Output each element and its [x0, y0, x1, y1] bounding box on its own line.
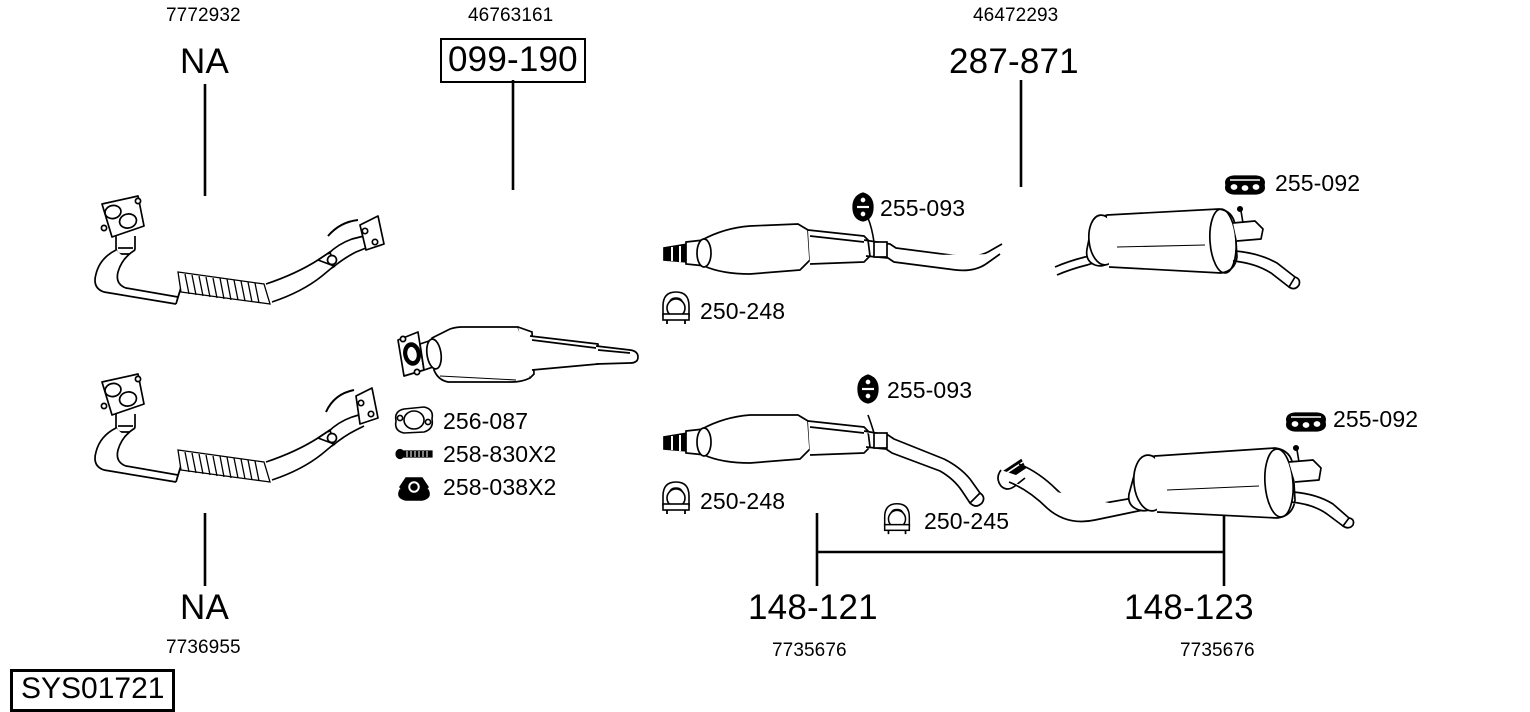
centre-silencer-upper-art	[663, 212, 1003, 275]
part-ref-hanger-upper: 255-092	[1275, 170, 1361, 196]
u-clamp-icon-upper	[662, 291, 690, 324]
rubber-mount-icon-upper	[852, 192, 874, 222]
rear-silencer-lower-art	[997, 444, 1355, 529]
system-code-badge: SYS01721	[10, 669, 176, 712]
rubber-hanger-icon-upper	[1225, 175, 1265, 195]
u-clamp-icon-small	[883, 503, 911, 535]
front-pipe-lower-art	[94, 373, 379, 483]
rubber-hanger-icon-lower	[1286, 412, 1326, 432]
ref-front-pipe-upper: NA	[180, 42, 230, 81]
oe-number-rear-silencer-lower: 7735676	[1180, 640, 1255, 661]
oe-number-rear-silencer-upper: 46472293	[973, 5, 1059, 26]
catalytic-converter-art	[397, 326, 639, 383]
centre-silencer-lower-art	[663, 414, 985, 507]
front-pipe-upper-art	[94, 195, 385, 305]
rubber-mount-icon-lower	[857, 374, 879, 404]
part-ref-mount-lower: 255-093	[887, 377, 973, 403]
oe-number-centre-silencer-lower: 7735676	[772, 640, 847, 661]
part-ref-clamp-small: 250-245	[924, 508, 1010, 534]
part-ref-mount-upper: 255-093	[880, 195, 966, 221]
part-ref-bolt: 258-830X2	[443, 441, 557, 467]
u-clamp-icon-lower	[662, 481, 690, 514]
ref-rear-silencer-lower: 148-123	[1124, 588, 1254, 627]
ref-catalytic-converter: 099-190	[440, 38, 586, 83]
part-ref-clamp-upper: 250-248	[700, 298, 786, 324]
rear-silencer-upper-art	[1054, 205, 1301, 290]
oe-number-catalytic-converter: 46763161	[468, 5, 554, 26]
gasket-icon	[394, 406, 434, 434]
ref-rear-silencer-upper: 287-871	[949, 42, 1079, 81]
oe-number-front-pipe-upper: 7772932	[166, 5, 241, 26]
part-ref-hanger-lower: 255-092	[1333, 406, 1419, 432]
part-ref-clamp-lower: 250-248	[700, 488, 786, 514]
part-ref-gasket: 256-087	[443, 408, 529, 434]
ref-centre-silencer-lower: 148-121	[748, 588, 878, 627]
bolt-icon	[395, 448, 433, 460]
part-ref-nut: 258-038X2	[443, 474, 557, 500]
oe-number-front-pipe-lower: 7736955	[166, 637, 241, 658]
ref-front-pipe-lower: NA	[180, 588, 230, 627]
nut-icon	[398, 477, 430, 501]
